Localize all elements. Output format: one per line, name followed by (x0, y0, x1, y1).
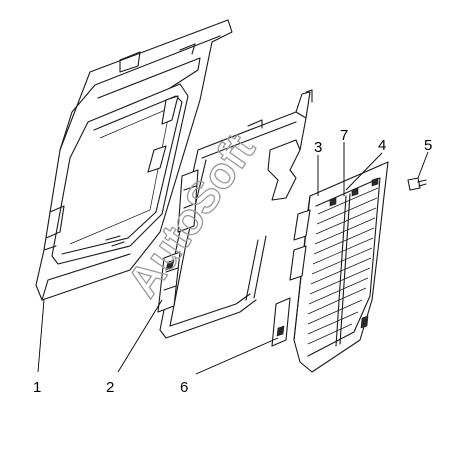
part-5-screw (407, 177, 427, 191)
callout-6: 6 (180, 379, 188, 396)
grille-panel (289, 161, 389, 373)
part-1-outer-frame (35, 19, 233, 301)
callout-4: 4 (378, 137, 386, 154)
part-6-bracket (271, 297, 291, 347)
callout-7: 7 (340, 127, 348, 144)
callout-5: 5 (424, 137, 432, 154)
callout-2: 2 (106, 379, 114, 396)
callout-labels: 1 2 3 4 5 6 7 (33, 127, 432, 396)
part-2-door-frame (157, 89, 313, 339)
leader-lines (37, 142, 429, 375)
callout-1: 1 (33, 379, 41, 396)
callout-3: 3 (314, 139, 322, 156)
